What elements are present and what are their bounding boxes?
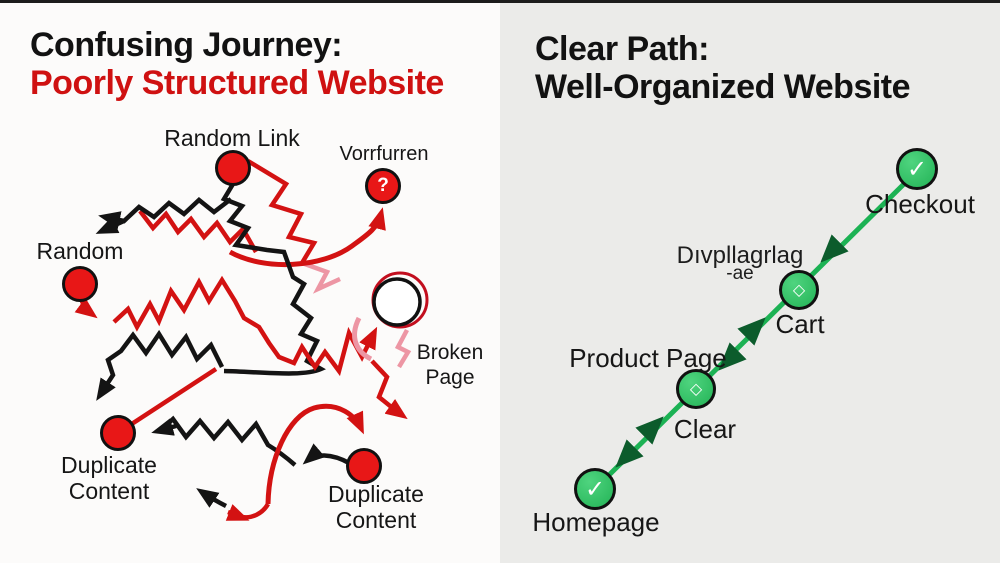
pink-swish-below-broken <box>394 328 412 369</box>
cart-node: ◇ <box>779 270 819 310</box>
checkmark-icon: ✓ <box>584 475 606 503</box>
black-zigzag-from-random-link <box>220 182 326 376</box>
black-zigzag-bottom <box>158 415 297 467</box>
random-link-label: Random Link <box>164 125 300 151</box>
right-title-line1: Clear Path: <box>535 30 710 68</box>
duplicate1-label-line1: Duplicate <box>61 452 157 478</box>
top-border-bar <box>0 0 1000 3</box>
duplicate2-label-line1: Duplicate <box>328 481 424 507</box>
cart-label: Cart <box>775 309 825 339</box>
black-zigzag-arrow-upper-left <box>98 197 233 229</box>
checkmark-icon: ✓ <box>906 155 928 183</box>
question-mark-icon: ? <box>377 175 389 196</box>
question-node: ? <box>365 168 401 204</box>
left-title-line2: Poorly Structured Website <box>30 64 444 102</box>
checkout-label: Checkout <box>865 189 975 219</box>
right-panel-title: Clear Path: Well-Organized Website <box>535 30 911 106</box>
vomfurren-label: Vorrfurren <box>339 143 429 165</box>
checkout-node: ✓ <box>896 148 938 190</box>
red-diagonal-to-duplicate1 <box>122 367 218 431</box>
red-arc-to-duplicate2 <box>265 403 364 505</box>
left-title-line1: Confusing Journey: <box>30 26 343 64</box>
garbled-text-line2: -ae <box>726 263 754 284</box>
black-zigzag-bottom-arrowhead <box>151 418 177 436</box>
red-curve-to-question-node <box>228 207 386 268</box>
green-arrow-2-up <box>737 317 766 346</box>
broken-page-label-line1: Broken <box>416 341 484 364</box>
black-curve-from-duplicate2 <box>302 443 351 465</box>
random-link-node <box>215 150 251 186</box>
red-zigzag-middle <box>112 275 378 377</box>
duplicate1-label-line2: Content <box>68 478 150 504</box>
broken-page-inner-black-ring <box>372 277 422 327</box>
black-tail-arrow-bottom <box>196 488 228 509</box>
left-panel-title: Confusing Journey: Poorly Structured Web… <box>30 26 444 102</box>
green-arrow-4-up <box>635 416 664 445</box>
homepage-node: ✓ <box>574 468 616 510</box>
homepage-label: Homepage <box>532 507 660 537</box>
product-tag-icon: ◇ <box>689 381 703 398</box>
pink-faded-segment <box>301 260 341 294</box>
duplicate2-label: Duplicate Content <box>328 481 424 533</box>
garbled-text-line1: Dıvpllagrlag <box>676 242 804 269</box>
green-arrow-3-down <box>718 342 747 371</box>
green-arrow-5-down <box>615 439 644 468</box>
product-page-node: ◇ <box>676 369 716 409</box>
red-zigzag-lower-right <box>370 359 408 420</box>
duplicate2-label-line2: Content <box>335 507 417 533</box>
duplicate2-node <box>346 448 382 484</box>
random-node <box>62 266 98 302</box>
right-panel-background <box>500 0 1000 563</box>
red-stub-arrow-bottom <box>225 504 250 521</box>
black-zigzag-middle-left <box>96 329 225 401</box>
green-arrow-1-down <box>820 234 849 263</box>
duplicate1-label: Duplicate Content <box>61 452 157 504</box>
duplicate1-node <box>100 415 136 451</box>
cart-diamond-icon: ◇ <box>792 282 806 299</box>
product-page-label: Product Page <box>569 343 727 373</box>
red-zigzag-from-random-link <box>246 159 318 265</box>
clear-caption-label: Clear <box>673 414 737 444</box>
black-arrow-upper-left-second-head <box>95 216 125 234</box>
broken-page-label-line2: Page <box>425 366 475 389</box>
random-label: Random <box>36 238 124 264</box>
red-tail-bottom <box>241 502 270 520</box>
garbled-text-label: Dıvpllagrlag -ae <box>677 244 804 284</box>
right-title-line2: Well-Organized Website <box>535 68 911 106</box>
broken-page-label: Broken Page <box>417 340 484 390</box>
pink-swish-left-of-broken <box>352 316 373 362</box>
red-zigzag-top-left <box>138 209 258 254</box>
